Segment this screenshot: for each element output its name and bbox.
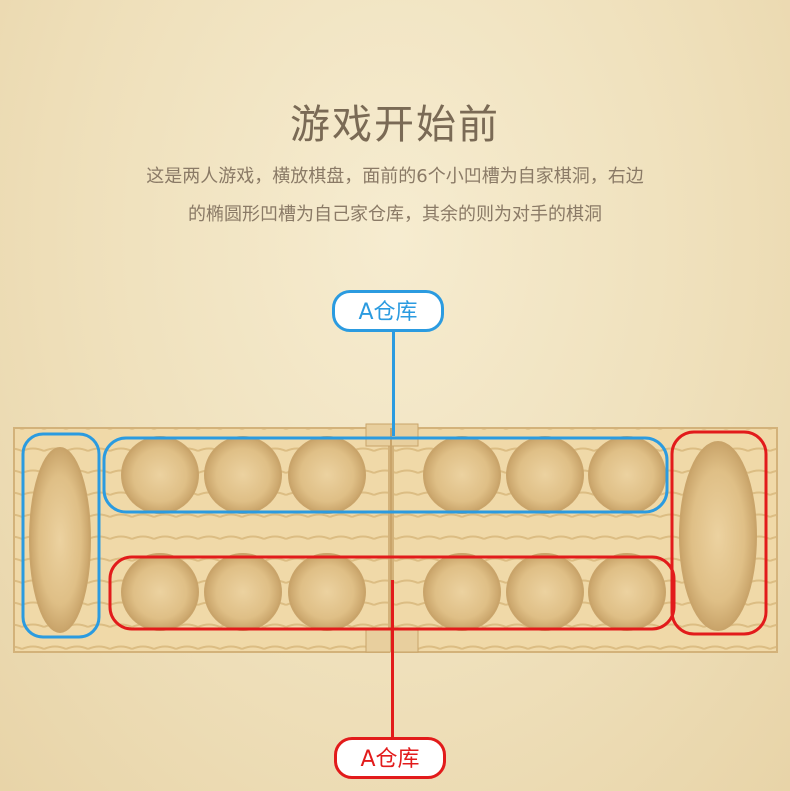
description-line-1: 这是两人游戏，横放棋盘，面前的6个小凹槽为自家棋洞，右边 bbox=[146, 166, 644, 187]
pit bbox=[423, 436, 501, 514]
connector-line-blue bbox=[392, 332, 395, 436]
page-title: 游戏开始前 bbox=[290, 102, 500, 148]
description-line-2: 的椭圆形凹槽为自己家仓库，其余的则为对手的棋洞 bbox=[188, 204, 602, 225]
bottom-row-pits bbox=[121, 553, 666, 631]
store-right bbox=[679, 441, 757, 631]
label-bottom-store: A仓库 bbox=[334, 737, 446, 779]
pit bbox=[506, 553, 584, 631]
pit bbox=[423, 553, 501, 631]
highlight-left-store bbox=[21, 432, 101, 639]
pit bbox=[204, 553, 282, 631]
pit bbox=[588, 553, 666, 631]
pit bbox=[121, 553, 199, 631]
connector-line-red bbox=[391, 580, 394, 737]
pit bbox=[588, 436, 666, 514]
highlight-right-store bbox=[670, 430, 768, 636]
top-row-pits bbox=[121, 436, 666, 514]
pit bbox=[288, 436, 366, 514]
pit bbox=[121, 436, 199, 514]
pit bbox=[204, 436, 282, 514]
pit bbox=[506, 436, 584, 514]
label-top-store: A仓库 bbox=[332, 290, 444, 332]
store-left bbox=[29, 447, 91, 633]
pit bbox=[288, 553, 366, 631]
highlight-top-row bbox=[102, 436, 669, 514]
